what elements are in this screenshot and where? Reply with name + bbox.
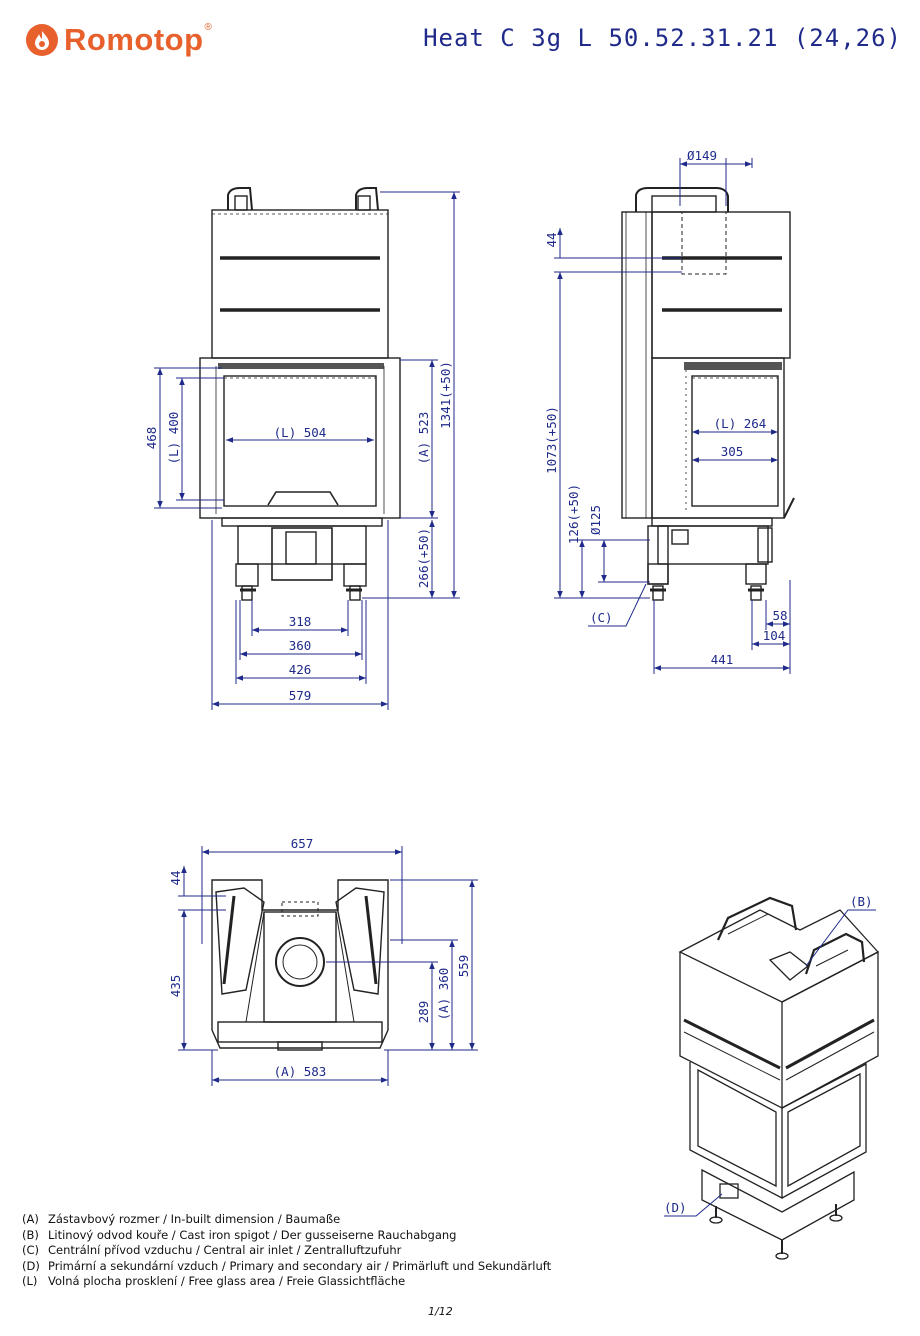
brand-name: Romotop® <box>64 22 213 57</box>
dim-l504: (L) 504 <box>274 425 327 440</box>
front-dimensions <box>154 191 460 710</box>
page-number: 1/12 <box>428 1305 453 1318</box>
dim-126: 126(+50) <box>566 484 581 544</box>
dim-657: 657 <box>291 836 314 851</box>
isometric-view <box>678 896 880 1260</box>
dim-1341: 1341(+50) <box>438 361 453 429</box>
dim-58: 58 <box>772 608 787 623</box>
legend-item-l: (L)Volná plocha prosklení / Free glass a… <box>22 1274 406 1288</box>
iso-callouts <box>664 909 876 1217</box>
dim-44-side: 44 <box>544 232 559 247</box>
dim-a523: (A) 523 <box>416 412 431 465</box>
callout-c: (C) <box>590 610 613 625</box>
dim-289: 289 <box>416 1001 431 1024</box>
romotop-logo: Romotop® <box>26 22 212 58</box>
dim-l400: (L) 400 <box>166 412 181 465</box>
legend-item-c: (C)Centrální přívod vzduchu / Central ai… <box>22 1243 402 1257</box>
side-view <box>621 187 795 601</box>
dim-266: 266(+50) <box>416 528 431 588</box>
dim-l264: (L) 264 <box>714 416 767 431</box>
dim-360: 360 <box>289 638 312 653</box>
side-dimension-labels: Ø149 44 1073(+50) (L) 264 305 126(+50) Ø… <box>544 148 788 667</box>
dim-104: 104 <box>763 628 786 643</box>
dim-d149: Ø149 <box>687 148 717 163</box>
top-dimensions <box>178 846 478 1086</box>
dim-a583: (A) 583 <box>274 1064 327 1079</box>
model-title: Heat C 3g L 50.52.31.21 (24,26) <box>423 24 902 52</box>
dim-1073: 1073(+50) <box>544 406 559 474</box>
dim-579: 579 <box>289 688 312 703</box>
dim-426: 426 <box>289 662 312 677</box>
top-view <box>211 879 389 1051</box>
front-dimension-labels: (L) 504 468 (L) 400 (A) 523 1341(+50) 26… <box>144 361 453 703</box>
legend: (A)Zástavbový rozmer / In-built dimensio… <box>22 1212 551 1290</box>
side-dimensions <box>554 158 791 674</box>
legend-item-b: (B)Litinový odvod kouře / Cast iron spig… <box>22 1227 457 1242</box>
flame-icon <box>26 24 58 56</box>
top-dimension-labels: 657 44 435 289 (A) 360 559 (A) 583 <box>168 836 471 1079</box>
dim-441: 441 <box>711 652 734 667</box>
callout-d: (D) <box>664 1200 687 1215</box>
dim-305: 305 <box>721 444 744 459</box>
dim-435: 435 <box>168 975 183 998</box>
dim-318: 318 <box>289 614 312 629</box>
legend-item-a: (A)Zástavbový rozmer / In-built dimensio… <box>22 1212 341 1226</box>
callout-b: (B) <box>850 894 873 909</box>
header: Romotop® Heat C 3g L 50.52.31.21 (24,26) <box>0 0 920 70</box>
dim-468: 468 <box>144 427 159 450</box>
dim-44-top: 44 <box>168 870 183 885</box>
dim-559: 559 <box>456 955 471 978</box>
dim-a360: (A) 360 <box>436 968 451 1021</box>
dim-d125: Ø125 <box>588 505 603 535</box>
legend-item-d: (D)Primární a sekundární vzduch / Primar… <box>22 1258 552 1273</box>
front-view <box>199 187 401 601</box>
